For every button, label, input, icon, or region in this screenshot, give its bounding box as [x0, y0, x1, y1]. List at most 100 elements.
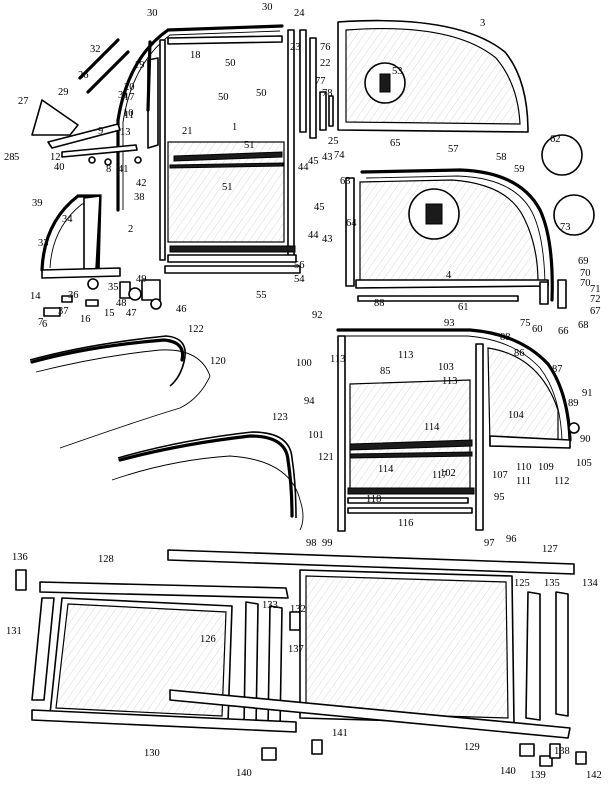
callout-140: 140 — [500, 766, 516, 777]
bracket-142 — [575, 751, 587, 765]
front-window-channel-right — [287, 29, 295, 261]
callout-85: 85 — [380, 366, 391, 377]
callout-86: 86 — [514, 348, 525, 359]
clip-136 — [15, 569, 27, 591]
callout-93: 93 — [444, 318, 455, 329]
seal-128 — [39, 581, 289, 599]
glass-channel-51-lower — [169, 162, 284, 169]
rear-quarter-window-3 — [337, 19, 529, 133]
callout-51: 51 — [222, 182, 233, 193]
callout-88: 88 — [500, 332, 511, 343]
callout-22: 22 — [320, 58, 331, 69]
callout-111: 111 — [516, 476, 531, 487]
door-sill-strip-55 — [164, 265, 301, 274]
callout-56: 56 — [294, 260, 305, 271]
callout-36: 36 — [68, 290, 79, 301]
seal-135 — [525, 591, 541, 721]
callout-40: 40 — [54, 162, 65, 173]
callout-102: 102 — [440, 468, 456, 479]
callout-60: 60 — [532, 324, 543, 335]
washer-46 — [150, 298, 162, 310]
callout-42: 42 — [136, 178, 147, 189]
callout-90: 90 — [580, 434, 591, 445]
callout-32: 32 — [90, 44, 101, 55]
callout-100: 100 — [296, 358, 312, 369]
callout-113: 113 — [330, 354, 345, 365]
callout-71: 71 — [590, 284, 601, 295]
callout-65: 65 — [390, 138, 401, 149]
vent-pivot-bracket — [47, 123, 121, 149]
callout-35: 35 — [108, 282, 119, 293]
callout-91: 91 — [582, 388, 593, 399]
callout-126: 126 — [200, 634, 216, 645]
callout-29: 29 — [58, 87, 69, 98]
bracket-140b — [519, 743, 535, 757]
callout-110: 110 — [516, 462, 531, 473]
vent-screw-8 — [104, 158, 112, 166]
callout-99: 99 — [322, 538, 333, 549]
callout-121: 121 — [318, 452, 334, 463]
callout-43: 43 — [322, 152, 333, 163]
callout-34: 34 — [62, 214, 73, 225]
callout-49: 49 — [136, 274, 147, 285]
callout-9: 9 — [98, 126, 103, 137]
side-door-assembly — [336, 328, 580, 532]
callout-19: 19 — [134, 60, 145, 71]
sill-118 — [347, 497, 469, 504]
callout-96: 96 — [506, 534, 517, 545]
callout-51: 51 — [244, 140, 255, 151]
callout-50: 50 — [218, 92, 229, 103]
callout-5: 5 — [14, 152, 19, 163]
callout-134: 134 — [582, 578, 599, 589]
bracket-6 — [43, 307, 61, 317]
clip-77 — [319, 91, 327, 131]
bracket-138 — [549, 743, 561, 759]
callout-78: 78 — [322, 88, 333, 99]
channel-114b — [349, 451, 473, 459]
callout-64: 64 — [346, 218, 357, 229]
callout-44: 44 — [298, 162, 309, 173]
callout-75: 75 — [520, 318, 531, 329]
callout-87: 87 — [552, 364, 563, 375]
rear-channel-63 — [345, 177, 355, 287]
callout-95: 95 — [494, 492, 505, 503]
callout-132: 132 — [290, 604, 306, 615]
callout-47: 47 — [126, 308, 137, 319]
callout-138: 138 — [554, 746, 570, 757]
callout-131: 131 — [6, 626, 22, 637]
door-post-95 — [475, 343, 484, 531]
callout-3: 3 — [480, 18, 485, 29]
callout-6: 6 — [42, 319, 47, 330]
sill-117 — [347, 487, 475, 495]
callout-109: 109 — [538, 462, 554, 473]
callout-58: 58 — [496, 152, 507, 163]
callout-43: 43 — [322, 234, 333, 245]
door-sill-strip-56 — [169, 245, 296, 253]
callout-41: 41 — [118, 164, 129, 175]
callout-133: 133 — [262, 600, 278, 611]
callout-125: 125 — [514, 578, 530, 589]
vent-screw-40 — [88, 156, 96, 164]
callout-112: 112 — [554, 476, 569, 487]
bracket-139 — [539, 755, 553, 767]
callout-141: 141 — [332, 728, 348, 739]
callout-68: 68 — [578, 320, 589, 331]
callout-17: 17 — [124, 92, 135, 103]
callout-30: 30 — [147, 8, 158, 19]
callout-45: 45 — [308, 156, 319, 167]
center-post-parts — [309, 37, 334, 139]
callout-21: 21 — [182, 126, 193, 137]
callout-50: 50 — [225, 58, 236, 69]
callout-54: 54 — [294, 274, 305, 285]
vent-base-plate — [61, 144, 138, 158]
callout-53: 53 — [392, 66, 403, 77]
callout-7: 7 — [38, 317, 43, 328]
rubber-channel-top-50 — [167, 35, 283, 45]
callout-45: 45 — [314, 202, 325, 213]
sill-116 — [347, 507, 473, 514]
callout-142: 142 — [586, 770, 602, 781]
roller-47 — [128, 287, 142, 301]
callout-94: 94 — [304, 396, 315, 407]
callout-2: 2 — [128, 224, 133, 235]
